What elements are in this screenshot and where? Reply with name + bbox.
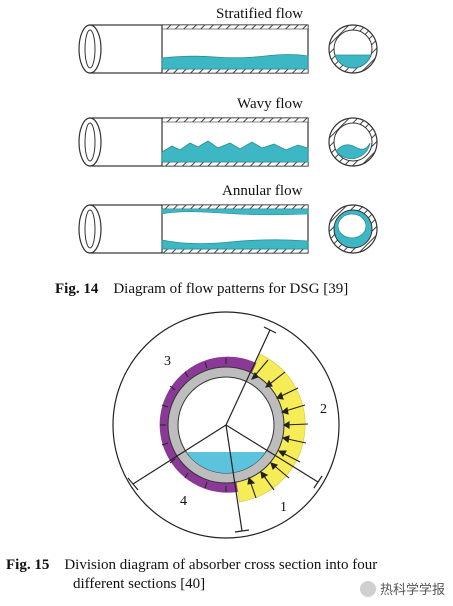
wechat-icon [359, 580, 376, 597]
watermark: 热科学学报 [359, 579, 445, 598]
annular-flow-cross-section [328, 204, 378, 254]
fig14-caption-text: Diagram of flow patterns for DSG [39] [113, 281, 349, 297]
section-number-2: 2 [320, 402, 327, 417]
stratified-flow-cross-section [328, 24, 378, 74]
fig15-caption-continued: different sections [40] [73, 576, 206, 592]
section-division-lines [132, 329, 319, 532]
fig15-caption: Fig. 15 Division diagram of absorber cro… [6, 557, 377, 574]
fig15-caption-line1: Division diagram of absorber cross secti… [64, 557, 378, 573]
heat-flux-arrows [247, 359, 309, 499]
fig14-caption: Fig. 14 Diagram of flow patterns for DSG… [55, 281, 348, 298]
purple-ring-ticks [160, 358, 227, 492]
stratified-flow-pipe [78, 24, 309, 74]
wavy-flow-pipe [78, 117, 309, 167]
fig14-caption-label: Fig. 14 [55, 281, 99, 297]
annular-flow-pipe [78, 204, 309, 254]
flow-patterns-diagram [78, 24, 378, 254]
section-number-4: 4 [180, 494, 187, 509]
watermark-text: 热科学学报 [379, 583, 445, 598]
division-end-ticks [127, 326, 323, 533]
annular-flow-label: Annular flow [222, 183, 303, 199]
wavy-flow-label: Wavy flow [237, 96, 303, 112]
fig15-caption-label: Fig. 15 [6, 557, 50, 573]
wavy-flow-cross-section [328, 117, 378, 167]
outer-boundary-circle [112, 311, 340, 539]
section-number-3: 3 [164, 354, 171, 369]
section-number-1: 1 [280, 500, 287, 515]
stratified-flow-label: Stratified flow [216, 6, 304, 22]
